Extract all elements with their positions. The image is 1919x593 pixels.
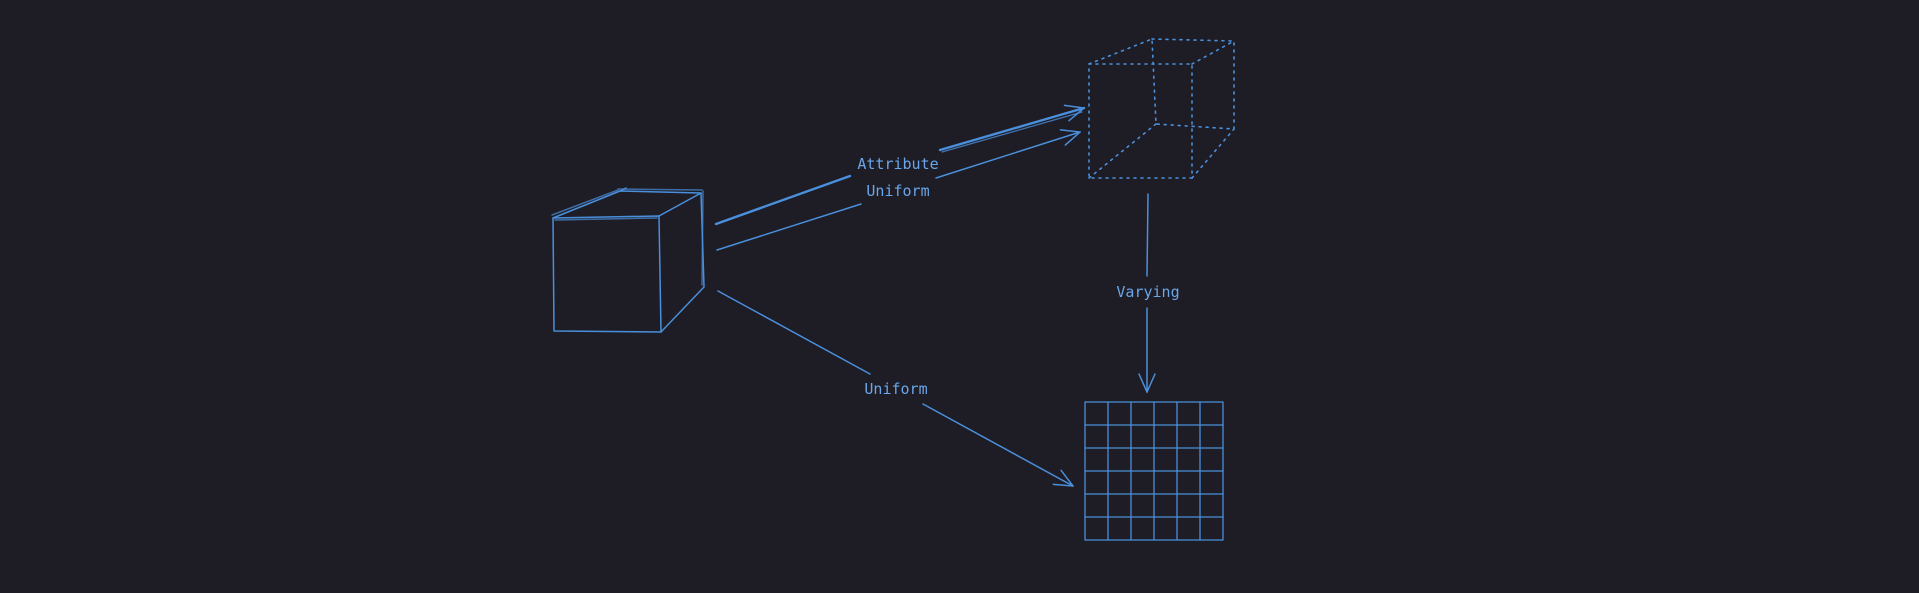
varying-label: Varying — [1116, 283, 1179, 301]
uniform-top-arrow — [716, 132, 1080, 251]
uniform-top-label: Uniform — [866, 182, 929, 200]
solid-cube-icon — [551, 187, 705, 333]
uniform-bottom-label: Uniform — [864, 380, 927, 398]
varying-arrow — [1147, 193, 1148, 392]
dotted-cube-icon — [1088, 38, 1235, 179]
attribute-label: Attribute — [857, 155, 938, 173]
uniform-bottom-arrow — [717, 290, 1073, 486]
attribute-arrow — [714, 108, 1084, 226]
pixel-grid-icon — [1084, 401, 1224, 541]
